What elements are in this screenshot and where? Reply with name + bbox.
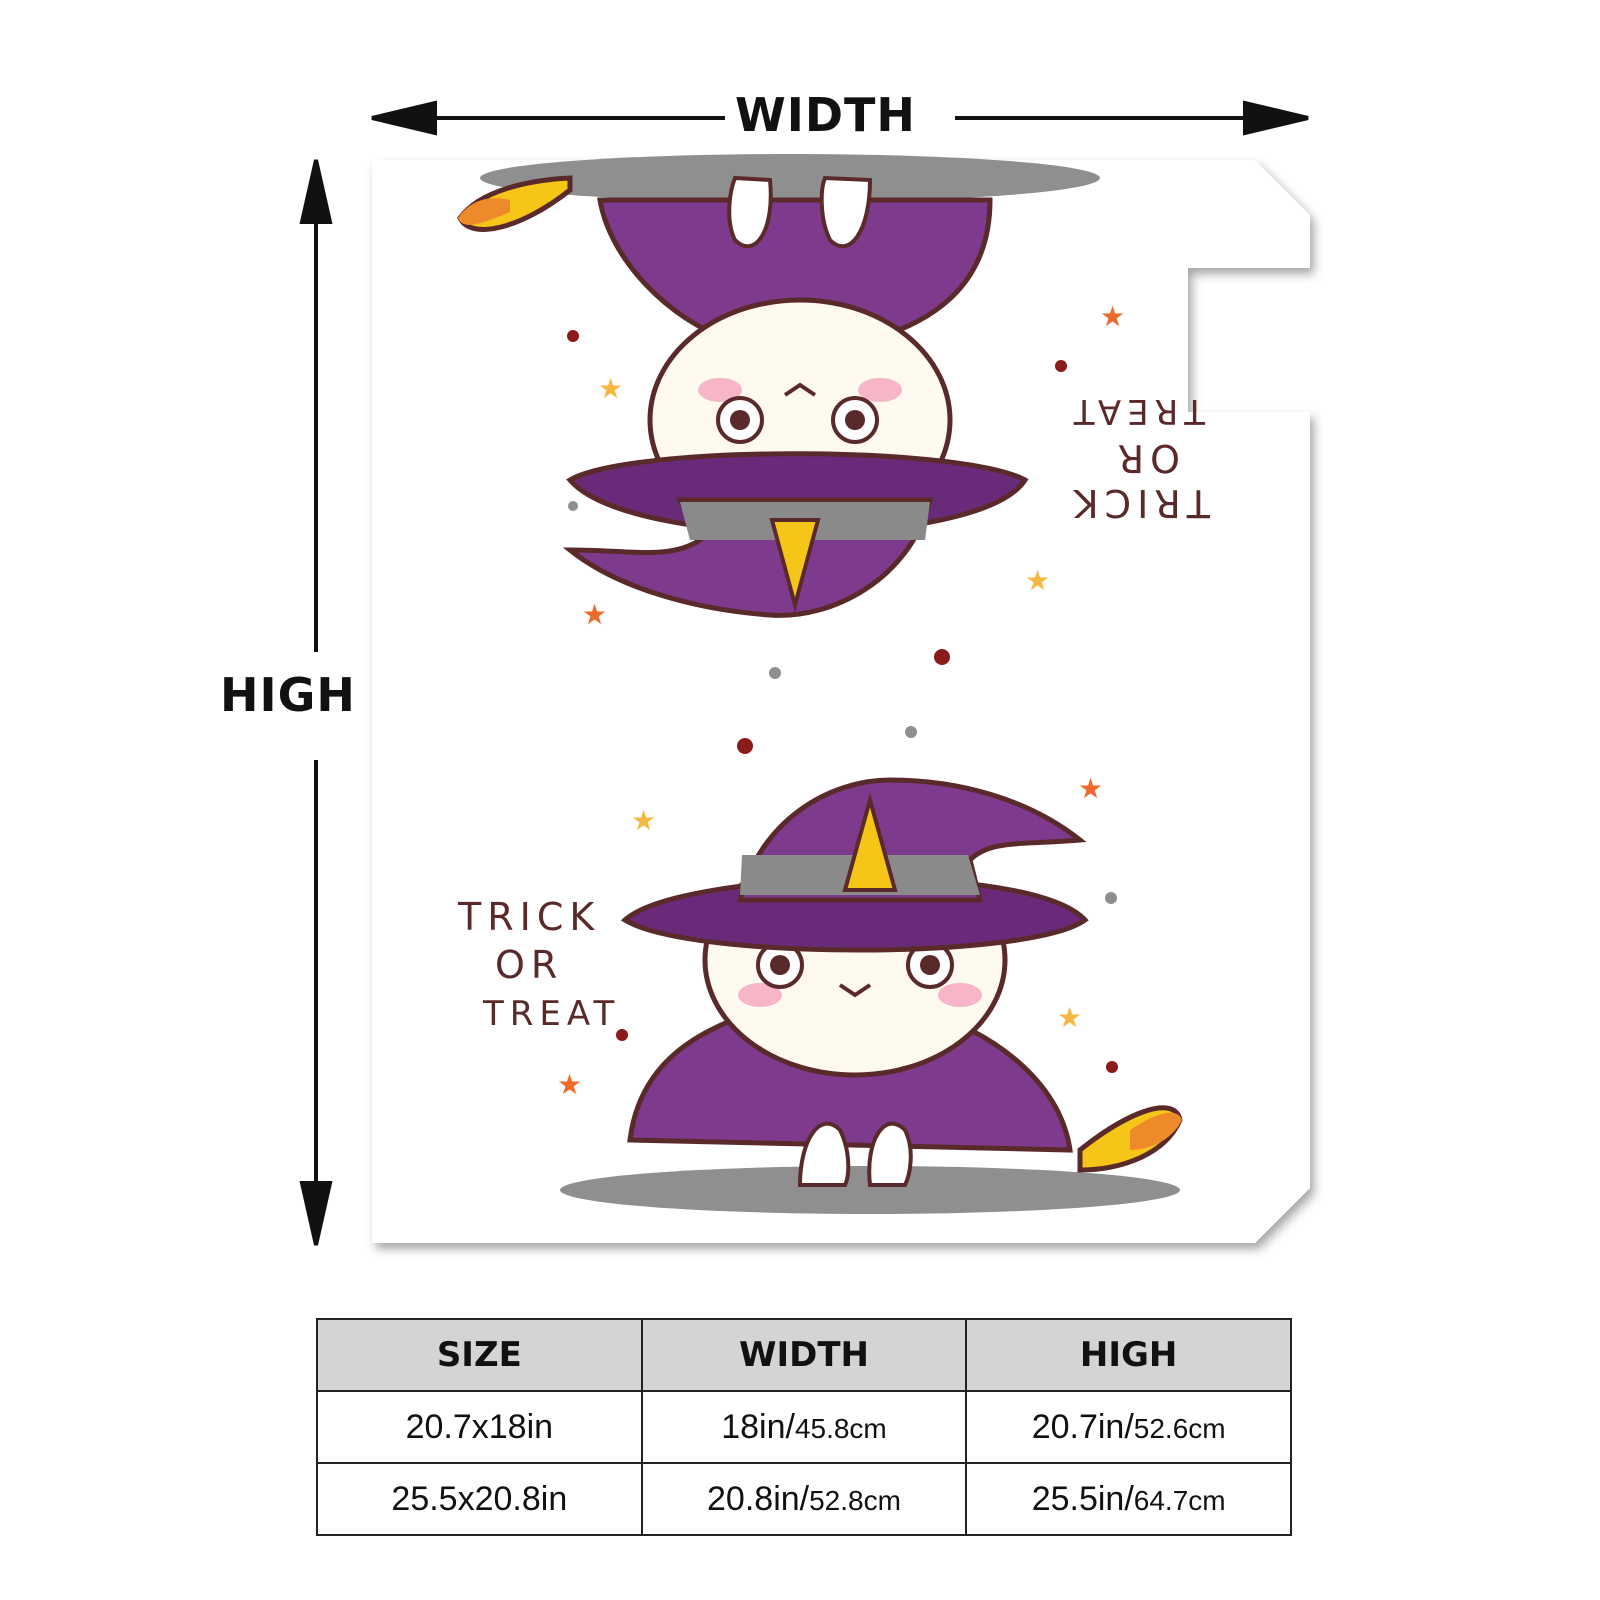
- svg-text:★: ★: [1057, 1001, 1082, 1034]
- high-dimension-label: HIGH: [220, 668, 356, 722]
- size-cell: 25.5x20.8in: [316, 1462, 643, 1536]
- table-row: 20.7x18in 18in/45.8cm 20.7in/52.6cm: [316, 1390, 1292, 1464]
- width-centimeters: 52.8cm: [809, 1484, 901, 1516]
- header-size: SIZE: [316, 1318, 643, 1392]
- table-row: 25.5x20.8in 20.8in/52.8cm 25.5in/64.7cm: [316, 1462, 1292, 1536]
- width-cell: 18in/45.8cm: [640, 1390, 968, 1464]
- top-text-treat: TREAT: [1068, 391, 1206, 431]
- size-table: SIZE WIDTH HIGH 20.7x18in 18in/45.8cm 20…: [316, 1318, 1292, 1536]
- svg-text:★: ★: [1078, 772, 1103, 805]
- svg-text:★: ★: [631, 804, 656, 837]
- high-centimeters: 52.6cm: [1133, 1412, 1226, 1444]
- header-width: WIDTH: [640, 1318, 968, 1392]
- width-centimeters: 45.8cm: [794, 1412, 887, 1444]
- high-inches: 25.5in/: [1031, 1479, 1134, 1518]
- high-centimeters: 64.7cm: [1133, 1484, 1226, 1516]
- width-inches: 18in/: [721, 1407, 795, 1446]
- cover-sheet: [372, 160, 1310, 1243]
- table-header-row: SIZE WIDTH HIGH: [316, 1318, 1292, 1392]
- width-cell: 20.8in/52.8cm: [640, 1462, 968, 1536]
- svg-text:★: ★: [557, 1068, 582, 1101]
- high-cell: 20.7in/52.6cm: [965, 1390, 1292, 1464]
- svg-text:★: ★: [1025, 564, 1050, 597]
- bottom-text-or: OR: [495, 943, 563, 987]
- header-high: HIGH: [965, 1318, 1292, 1392]
- high-inches: 20.7in/: [1031, 1407, 1134, 1446]
- confetti: ★ ★ ★ ★ ★ ★ ★ ★: [557, 300, 1125, 1101]
- top-text-trick: TRICK: [1068, 481, 1211, 525]
- top-trick-or-treat: TRICK OR TREAT: [1068, 391, 1211, 525]
- size-cell: 20.7x18in: [316, 1390, 643, 1464]
- bottom-text-trick: TRICK: [457, 895, 600, 939]
- top-text-or: OR: [1112, 436, 1180, 480]
- svg-text:★: ★: [1100, 300, 1125, 333]
- high-arrow: [299, 159, 333, 1246]
- width-dimension-label: WIDTH: [735, 88, 916, 142]
- width-arrow: [371, 100, 1309, 136]
- bottom-trick-or-treat: TRICK OR TREAT: [457, 895, 620, 1034]
- bottom-text-treat: TREAT: [482, 994, 620, 1034]
- upside-down-witch-cat: [457, 154, 1100, 618]
- width-inches: 20.8in/: [707, 1479, 810, 1518]
- svg-text:★: ★: [582, 598, 607, 631]
- witch-cat: [560, 777, 1183, 1214]
- high-cell: 25.5in/64.7cm: [965, 1462, 1292, 1536]
- svg-text:★: ★: [598, 372, 623, 405]
